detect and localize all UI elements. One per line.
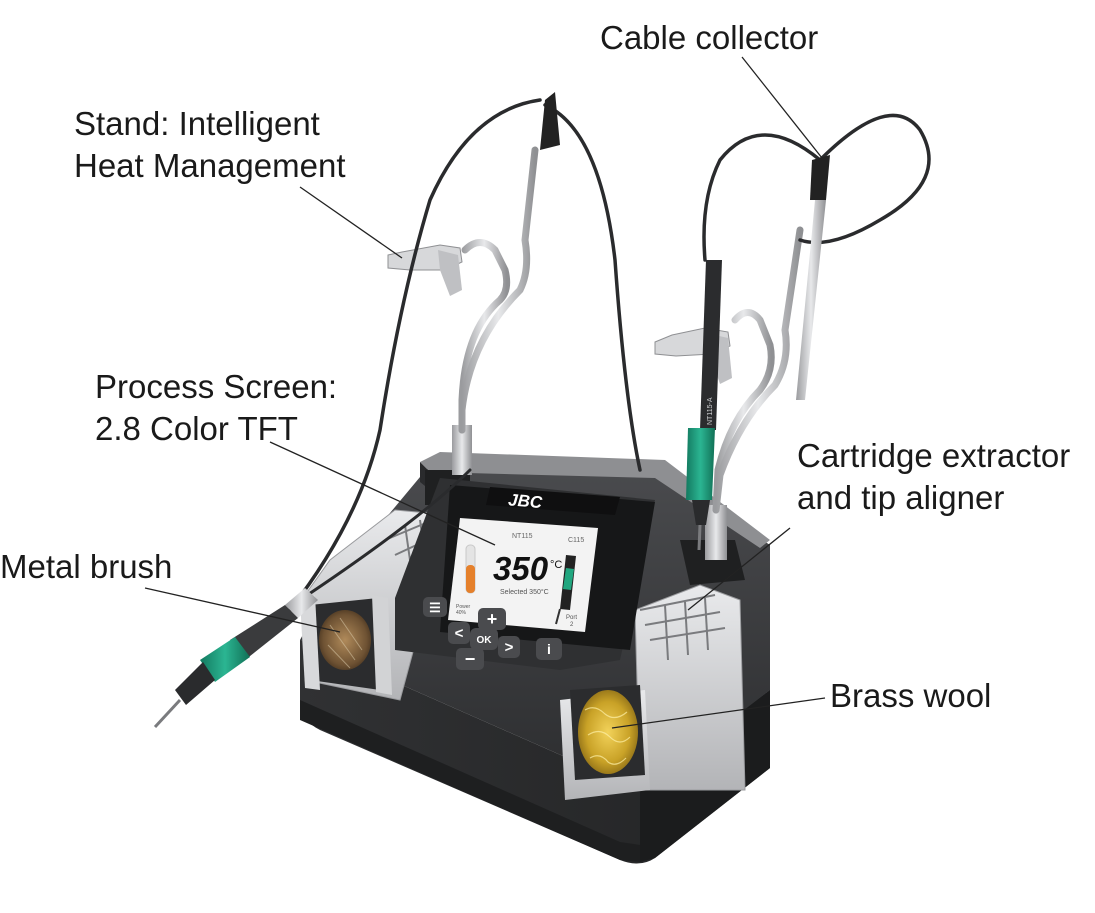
metal-brush (319, 610, 371, 670)
info-button[interactable] (536, 638, 562, 660)
cables (288, 98, 931, 612)
right-button[interactable] (498, 636, 520, 658)
minus-button[interactable] (456, 648, 484, 670)
ok-label: OK (477, 635, 493, 646)
temperature-readout: 350 (493, 550, 549, 587)
button-cluster (423, 597, 562, 670)
callout-lines (144, 56, 826, 729)
cable-collector (796, 155, 830, 400)
temperature-unit: °C (550, 559, 562, 571)
minus-icon: − (465, 649, 476, 669)
label-cable-collector: Cable collector (600, 19, 819, 56)
ok-button[interactable] (470, 628, 498, 650)
button-labels: ☰ + < OK > − i (429, 600, 551, 669)
label-stand-line2: Heat Management (74, 147, 346, 184)
right-stand-wire (712, 226, 804, 514)
menu-button[interactable] (423, 597, 447, 617)
label-metal-brush: Metal brush (0, 548, 173, 585)
right-handpiece (686, 260, 722, 551)
label-stand-line1: Stand: Intelligent (74, 105, 320, 142)
label-cartridge-line1: Cartridge extractor (797, 437, 1071, 474)
plus-button[interactable] (478, 608, 506, 630)
port-value: 2 (570, 622, 574, 628)
info-icon: i (547, 641, 551, 657)
plus-icon: + (487, 609, 498, 629)
brass-wool (578, 690, 638, 774)
screen-text: JBC NT115 C115 350 °C Selected 350°C Pow… (456, 490, 584, 628)
label-brass-wool: Brass wool (830, 677, 992, 714)
left-stand-wire (458, 146, 539, 434)
screen-model-left: NT115 (512, 533, 533, 540)
brand-logo: JBC (507, 490, 543, 512)
metal-brush-leader (144, 587, 341, 633)
label-process-line2: 2.8 Color TFT (95, 410, 298, 447)
port-label: Port (566, 615, 577, 621)
chevron-right-icon: > (505, 639, 514, 656)
label-process-line1: Process Screen: (95, 368, 338, 405)
left-stand-cup (387, 244, 463, 296)
process-screen-leader (269, 441, 496, 546)
cartridge-leader (687, 527, 791, 611)
right-stand-cup (654, 327, 732, 384)
selected-temperature: Selected 350°C (500, 588, 549, 596)
screen-model-right: C115 (568, 537, 584, 544)
brass-wool-leader (611, 697, 826, 729)
handpiece-model-text: NT115-A (707, 397, 714, 425)
left-docked-handpiece (540, 92, 560, 150)
label-cartridge-line2: and tip aligner (797, 479, 1005, 516)
power-value: 40% (456, 610, 467, 616)
chevron-left-icon: < (455, 625, 464, 642)
menu-icon: ☰ (429, 600, 441, 615)
left-button[interactable] (448, 622, 470, 644)
cable-collector-leader (741, 56, 823, 159)
power-label: Power (456, 604, 471, 610)
stand-leader (299, 186, 403, 259)
tft-screen (448, 518, 598, 632)
